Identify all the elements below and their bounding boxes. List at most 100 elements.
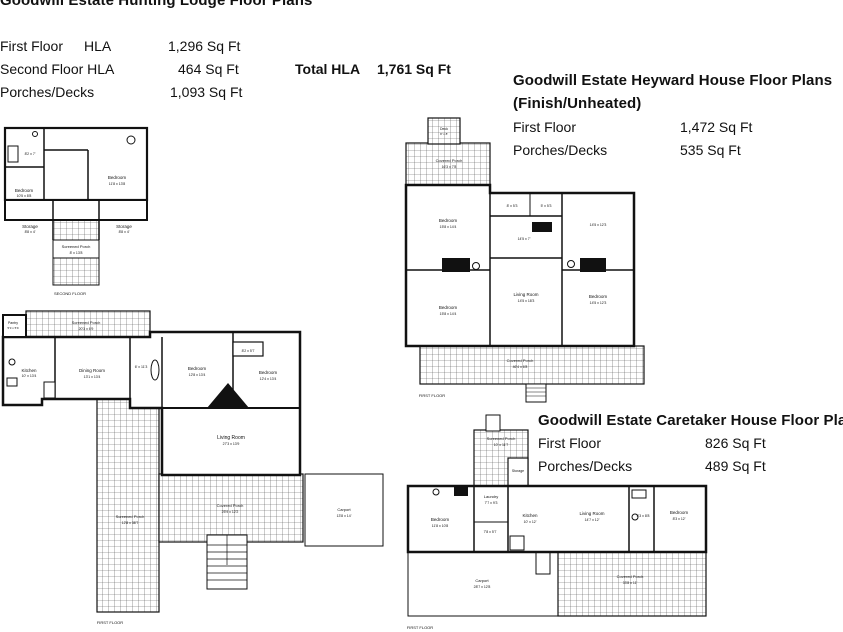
caretaker-storage-label: Storage <box>512 469 524 473</box>
lodge1-hall-dim: 6' x 11'3 <box>135 365 148 369</box>
lodge1-carport-dim: 13'8 x 14' <box>337 514 352 518</box>
lodge1-screened-porch-side-dim: 12'8 x 38'7 <box>122 521 139 525</box>
lodge-porches-label: Porches/Decks <box>0 84 95 100</box>
heyward-closet-a-dim: 8' x 5'3 <box>507 204 518 208</box>
lodge-first-floor-hla: HLA <box>84 38 112 54</box>
lodge1-dining-dim: 13'1 x 13'4 <box>84 375 101 379</box>
caretaker-laundry-label: Laundry <box>484 494 498 499</box>
lodge1-kitchen-dim: 10' x 13'4 <box>22 374 37 378</box>
heyward-caption: FIRST FLOOR <box>419 393 445 398</box>
lodge1-kitchen-label: Kitchen <box>21 368 37 373</box>
lodge2-storage-b-label: Storage <box>116 224 132 229</box>
heyward-living-label: Living Room <box>513 292 538 297</box>
lodge2-bath-dim: 8'2 x 7' <box>25 152 36 156</box>
lodge2-porch-dim: 8' x 13'8 <box>70 251 83 255</box>
caretaker-plan <box>406 414 708 617</box>
caretaker-bedroom-2-dim: 8'3 x 12' <box>673 517 686 521</box>
lodge1-bedroom-2-dim: 12'4 x 13'4 <box>260 377 277 381</box>
lodge-second-floor-value: 464 Sq Ft <box>178 61 239 77</box>
lodge1-pantry-dim: 5'3 x 5'9 <box>8 326 19 330</box>
lodge-second-floor-label: Second Floor HLA <box>0 61 115 77</box>
caretaker-porches-value: 489 Sq Ft <box>705 458 766 474</box>
caretaker-covered-porch-label: Covered Porch <box>617 574 644 579</box>
caretaker-carport-dim: 28'7 x 12'8 <box>474 585 491 589</box>
caretaker-kitchen-dim: 10' x 12' <box>524 520 537 524</box>
lodge-porches-value: 1,093 Sq Ft <box>170 84 243 100</box>
caretaker-porches-label: Porches/Decks <box>538 458 633 474</box>
heyward-first-floor-label: First Floor <box>513 119 576 135</box>
lodge1-carport-label: Carport <box>337 507 351 512</box>
lodge1-pantry-label: Pantry <box>8 321 18 325</box>
lodge1-bedroom-1-dim: 12'8 x 13'4 <box>189 373 206 377</box>
caretaker-first-floor-value: 826 Sq Ft <box>705 435 766 451</box>
lodge2-caption: SECOND FLOOR <box>54 291 86 296</box>
heyward-bedroom-sw-dim: 15'8 x 14'4 <box>440 312 457 316</box>
lodge1-caption: FIRST FLOOR <box>97 620 123 625</box>
lodge1-screened-porch-side-label: Screened Porch <box>116 514 145 519</box>
lodge2-bedroom-a-label: Bedroom <box>15 188 34 193</box>
lodge-total-value: 1,761 Sq Ft <box>377 61 451 77</box>
caretaker-title: Goodwill Estate Caretaker House Floor Pl… <box>538 412 843 429</box>
lodge2-storage-b-dim: 8'8 x 4' <box>119 230 130 234</box>
heyward-bedroom-nw-label: Bedroom <box>439 218 458 223</box>
caretaker-caption: FIRST FLOOR <box>407 625 433 630</box>
lodge2-bedroom-a-dim: 10'5 x 8'8 <box>17 194 32 198</box>
heyward-title: Goodwill Estate Heyward House Floor Plan… <box>513 72 833 89</box>
caretaker-bath2-dim: 5'3 x 8'8 <box>637 514 650 518</box>
lodge1-bedroom-1-label: Bedroom <box>188 366 207 371</box>
heyward-closet-b-dim: 5' x 5'3 <box>541 204 552 208</box>
heyward-porches-label: Porches/Decks <box>513 142 608 158</box>
lodge1-covered-porch-label: Covered Porch <box>217 503 244 508</box>
caretaker-screened-porch-dim: 10' x 11'7 <box>494 443 509 447</box>
lodge1-bedroom-2-label: Bedroom <box>259 370 278 375</box>
lodge2-bedroom-b-dim: 11'8 x 13'8 <box>109 182 126 186</box>
heyward-bedroom-se-label: Bedroom <box>589 294 608 299</box>
caretaker-living-dim: 14'7 x 12' <box>585 518 600 522</box>
lodge2-storage-a-dim: 8'8 x 4' <box>25 230 36 234</box>
lodge-first-floor-plan <box>1 310 384 613</box>
lodge1-living-dim: 27'3 x 13'9 <box>223 442 240 446</box>
lodge-second-floor-plan <box>3 126 149 286</box>
lodge-first-floor-value: 1,296 Sq Ft <box>168 38 241 54</box>
heyward-subtitle: (Finish/Unheated) <box>513 95 642 112</box>
heyward-room-ne-dim: 14'5 x 12'3 <box>590 223 607 227</box>
heyward-plan <box>404 117 645 403</box>
caretaker-screened-porch-label: Screened Porch <box>487 436 516 441</box>
caretaker-covered-porch-dim: 33'8 x 11' <box>623 581 638 585</box>
caretaker-bedroom-2-label: Bedroom <box>670 510 689 515</box>
lodge1-bath-dim: 8'2 x 5'7 <box>242 349 255 353</box>
heyward-covered-porch-bottom-label: Covered Porch <box>507 358 534 363</box>
lodge-first-floor-label: First Floor <box>0 38 63 54</box>
lodge1-screened-porch-top-dim: 20'3 x 6'9 <box>79 327 94 331</box>
heyward-covered-porch-bottom-dim: 46'4 x 6'8 <box>513 365 528 369</box>
caretaker-bedroom-1-dim: 11'8 x 10'8 <box>432 524 449 528</box>
caretaker-carport-label: Carport <box>475 578 489 583</box>
caretaker-living-label: Living Room <box>579 511 604 516</box>
caretaker-kitchen-label: Kitchen <box>522 513 538 518</box>
lodge-title: Goodwill Estate Hunting Lodge Floor Plan… <box>0 0 313 9</box>
heyward-bedroom-sw-label: Bedroom <box>439 305 458 310</box>
lodge1-living-label: Living Room <box>217 435 245 441</box>
heyward-deck-dim: 8' x 8' <box>440 132 448 136</box>
lodge1-dining-label: Dining Room <box>79 368 105 373</box>
caretaker-laundry-dim: 7'7 x 9'3 <box>485 501 498 505</box>
heyward-deck-label: Deck <box>440 127 448 131</box>
lodge2-storage-a-label: Storage <box>22 224 38 229</box>
lodge-total-label: Total HLA <box>295 61 361 77</box>
lodge2-bedroom-b-label: Bedroom <box>108 175 127 180</box>
heyward-bedroom-nw-dim: 15'8 x 14'4 <box>440 225 457 229</box>
heyward-covered-porch-top-dim: 16'3 x 7'8 <box>442 165 457 169</box>
heyward-bedroom-se-dim: 14'5 x 12'3 <box>590 301 607 305</box>
lodge2-porch-label: Screened Porch <box>62 244 91 249</box>
heyward-porches-value: 535 Sq Ft <box>680 142 741 158</box>
caretaker-first-floor-label: First Floor <box>538 435 601 451</box>
caretaker-bath-dim: 7'8 x 5'7 <box>484 530 497 534</box>
heyward-living-dim: 14'5 x 18'3 <box>518 299 535 303</box>
heyward-hall-dim: 14'5 x 7' <box>518 237 531 241</box>
heyward-first-floor-value: 1,472 Sq Ft <box>680 119 753 135</box>
heyward-covered-porch-top-label: Covered Porch <box>436 158 463 163</box>
caretaker-bedroom-1-label: Bedroom <box>431 517 450 522</box>
lodge1-covered-porch-dim: 25'9 x 12'2 <box>222 510 239 514</box>
lodge1-screened-porch-top-label: Screened Porch <box>72 320 101 325</box>
